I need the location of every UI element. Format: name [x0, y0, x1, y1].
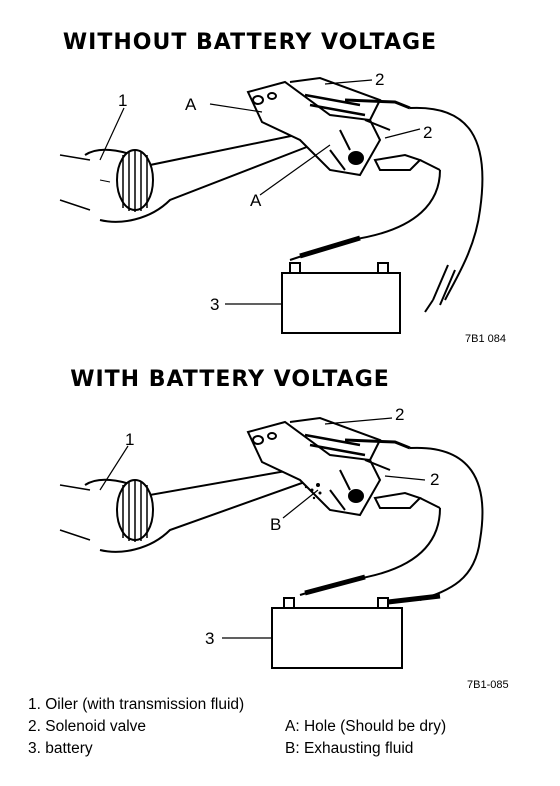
- oiler-illustration: [59, 463, 333, 553]
- legend-item-1: 1. Oiler (with transmission fluid): [28, 696, 245, 713]
- legend-item-2: 2. Solenoid valve: [28, 718, 147, 735]
- solenoid-valve-illustration: [246, 76, 441, 177]
- callout-b: B: [270, 515, 281, 534]
- wiring: [299, 446, 484, 605]
- callout-3: 3: [205, 629, 214, 648]
- callout-2-lower: 2: [430, 470, 439, 489]
- callout-1: 1: [125, 430, 134, 449]
- diagram-without-voltage: 1 A 2 2 A 3 7B1 084: [59, 70, 506, 345]
- callout-1: 1: [118, 91, 127, 110]
- title-without-battery-voltage: WITHOUT BATTERY VOLTAGE: [62, 30, 438, 55]
- battery-illustration: [271, 597, 403, 669]
- figure-code: 7B1 084: [465, 333, 506, 345]
- solenoid-valve-illustration: [246, 416, 441, 517]
- battery-illustration: [281, 262, 401, 334]
- callout-leaders: [99, 417, 426, 639]
- legend-item-3: 3. battery: [28, 740, 93, 757]
- title-with-battery-voltage: WITH BATTERY VOLTAGE: [70, 367, 390, 392]
- callout-2-upper: 2: [395, 405, 404, 424]
- legend-item-b: B: Exhausting fluid: [285, 740, 414, 757]
- callout-leaders: [99, 79, 421, 305]
- legend-item-a: A: Hole (Should be dry): [285, 718, 447, 735]
- diagram-with-voltage: 1 2 2 B 3 7B1-085: [59, 405, 509, 690]
- callout-2-upper: 2: [375, 70, 384, 89]
- callout-3: 3: [210, 295, 219, 314]
- exhaust-fluid-spray: [304, 483, 322, 500]
- wiring: [289, 106, 484, 313]
- callout-2-lower: 2: [423, 123, 432, 142]
- callout-a-upper: A: [185, 95, 197, 114]
- callout-a-lower: A: [250, 191, 262, 210]
- figure-code: 7B1-085: [467, 679, 509, 690]
- oiler-illustration: [59, 128, 332, 223]
